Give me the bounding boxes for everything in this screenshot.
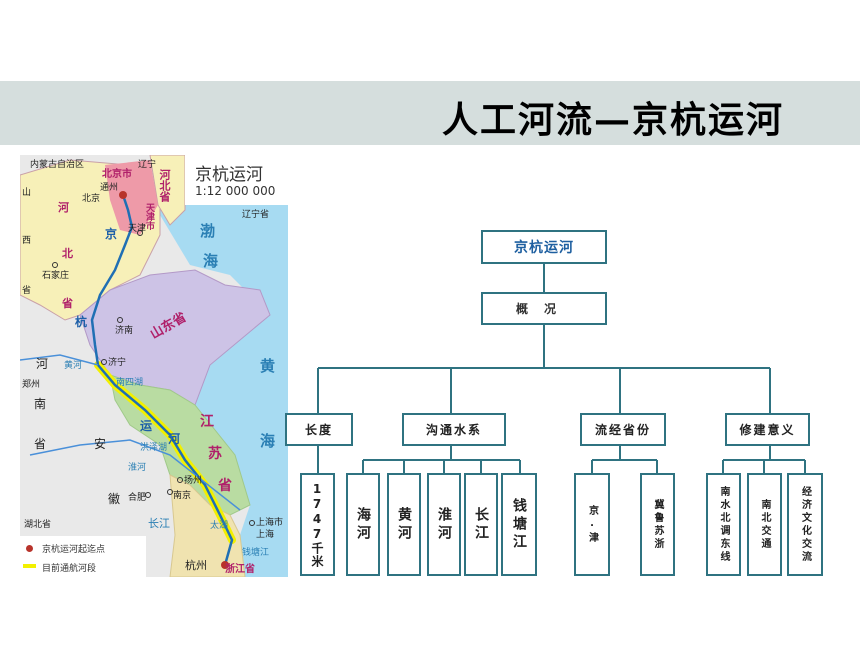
- xi-label: 西: [22, 236, 32, 246]
- huaihe-node: 淮河: [427, 473, 461, 576]
- map-legend: 京杭运河起迄点 目前通航河段: [20, 536, 146, 577]
- tongzhou-label: 通州: [100, 183, 119, 193]
- inner-mongolia-label: 内蒙古自治区: [30, 160, 85, 170]
- legend-navigable-marker: [23, 564, 36, 568]
- transport-node: 南北交通: [747, 473, 782, 576]
- jining-city-dot: [101, 359, 107, 365]
- beijing-start-point: [119, 191, 127, 199]
- hebei-sheng-label: 省: [62, 297, 73, 310]
- liaoning-label: 辽宁: [138, 160, 157, 170]
- overview-node: 概况: [481, 292, 607, 325]
- canal-he-label: 河: [168, 432, 181, 446]
- jiangsu-sheng-label: 省: [218, 478, 232, 494]
- huaihe-label: 淮河: [128, 463, 147, 473]
- an-label: 安: [94, 437, 107, 451]
- page-title: 人工河流—京杭运河: [441, 99, 784, 141]
- map-title-box: 京杭运河 1:12 000 000: [185, 155, 288, 205]
- hongzehu-label: 洪泽湖: [140, 443, 168, 453]
- tianjin-label: 天津: [128, 224, 147, 234]
- qiantangjiang-label: 钱塘江: [242, 548, 270, 558]
- canal-jing-label: 京: [105, 227, 118, 241]
- nansihu-label: 南四湖: [116, 378, 144, 388]
- significance-node: 修建意义: [725, 413, 810, 446]
- bohai-hai-label: 海: [203, 252, 219, 270]
- bohai-bo-label: 渤: [200, 222, 216, 240]
- hangzhou-end-point: [221, 561, 229, 569]
- yellow-river-label: 黄河: [64, 361, 83, 371]
- zhejiang-region: [169, 474, 246, 577]
- hefei-city-dot: [145, 492, 151, 498]
- hefei-label: 合肥: [128, 493, 147, 503]
- shijiazhuang-label: 石家庄: [42, 271, 70, 281]
- sea-area: [160, 155, 288, 577]
- jilusuzhe-node: 冀鲁苏浙: [640, 473, 675, 576]
- title-bar: 人工河流—京杭运河: [0, 81, 860, 145]
- hangzhou-label: 杭州: [185, 559, 207, 572]
- provinces-node: 流经省份: [580, 413, 666, 446]
- jiangsu-su-label: 苏: [208, 446, 222, 462]
- hubei-label: 湖北省: [24, 520, 52, 530]
- grand-canal-map: 内蒙古自治区 辽宁 北京市 通州 北京 河北省 天津市 天津 山 西 省 河 北…: [20, 155, 288, 577]
- jining-label: 济宁: [108, 358, 127, 368]
- canal-hang-label: 杭: [75, 315, 88, 329]
- nanshui-beidiao-node: 南水北调东线: [706, 473, 741, 576]
- beijing-tianjin-region: [105, 160, 158, 235]
- yangtze-river-line: [29, 439, 241, 511]
- tianjin-city-dot: [137, 230, 143, 236]
- huanghe-node: 黄河: [387, 473, 421, 576]
- map-graphic: [20, 155, 288, 577]
- overview-label: 概况: [515, 302, 572, 316]
- legend-start-end-text: 京杭运河起迄点: [42, 545, 106, 555]
- henan-he-label: 河: [36, 357, 49, 371]
- culture-exchange-node: 经济文化交流: [787, 473, 823, 576]
- hebei-northeast-region: [149, 155, 186, 226]
- shanghai-label: 上海: [256, 530, 275, 540]
- canal-yun-label: 运: [140, 419, 153, 433]
- jinan-label: 济南: [115, 326, 134, 336]
- tianjin-city-label: 天津市: [144, 203, 154, 230]
- nanjing-label: 南京: [173, 491, 192, 501]
- henan-sheng-label: 省: [34, 437, 47, 451]
- zhejiang-label: 浙江省: [225, 564, 255, 575]
- huanghai-hai-label: 海: [260, 432, 276, 450]
- yellow-river-line: [20, 354, 99, 366]
- jiangsu-jiang-label: 江: [200, 414, 214, 430]
- zhengzhou-label: 郑州: [22, 380, 41, 390]
- length-value-node: 1747千米: [300, 473, 335, 576]
- nanjing-city-dot: [167, 489, 173, 495]
- shijiazhuang-city-dot: [52, 262, 58, 268]
- jinan-city-dot: [117, 317, 123, 323]
- water-systems-node: 沟通水系: [402, 413, 506, 446]
- root-node: 京杭运河: [481, 230, 607, 264]
- shanghai-city-dot: [249, 520, 255, 526]
- legend-start-end-marker: [26, 545, 33, 552]
- yangzhou-label: 扬州: [184, 476, 203, 486]
- hui-label: 徽: [108, 492, 121, 506]
- changjiang-label: 长江: [148, 517, 170, 530]
- haihe-node: 海河: [346, 473, 380, 576]
- legend-navigable-text: 目前通航河段: [42, 564, 97, 574]
- hebei-bei-label: 北: [62, 247, 73, 260]
- changjiang-node: 长江: [464, 473, 498, 576]
- map-scale: 1:12 000 000: [195, 184, 276, 198]
- henan-nan-label: 南: [34, 397, 47, 411]
- yangzhou-city-dot: [177, 477, 183, 483]
- hebei-he-label: 河: [58, 201, 69, 214]
- shanghai-city-label: 上海市: [256, 518, 284, 528]
- taihu-label: 太湖: [210, 521, 229, 531]
- shan-label: 山: [22, 188, 32, 198]
- qiantangjiang-node: 钱塘江: [501, 473, 537, 576]
- beijing-city-label: 北京市: [102, 169, 132, 180]
- hebei-right-label: 河北省: [158, 169, 171, 202]
- sheng-left-label: 省: [22, 286, 32, 296]
- length-node: 长度: [285, 413, 353, 446]
- jingjin-node: 京.津: [574, 473, 610, 576]
- huanghai-huang-label: 黄: [260, 357, 276, 375]
- beijing-label: 北京: [82, 194, 101, 204]
- liaoning-province-label: 辽宁省: [242, 210, 270, 220]
- map-title: 京杭运河: [195, 165, 263, 185]
